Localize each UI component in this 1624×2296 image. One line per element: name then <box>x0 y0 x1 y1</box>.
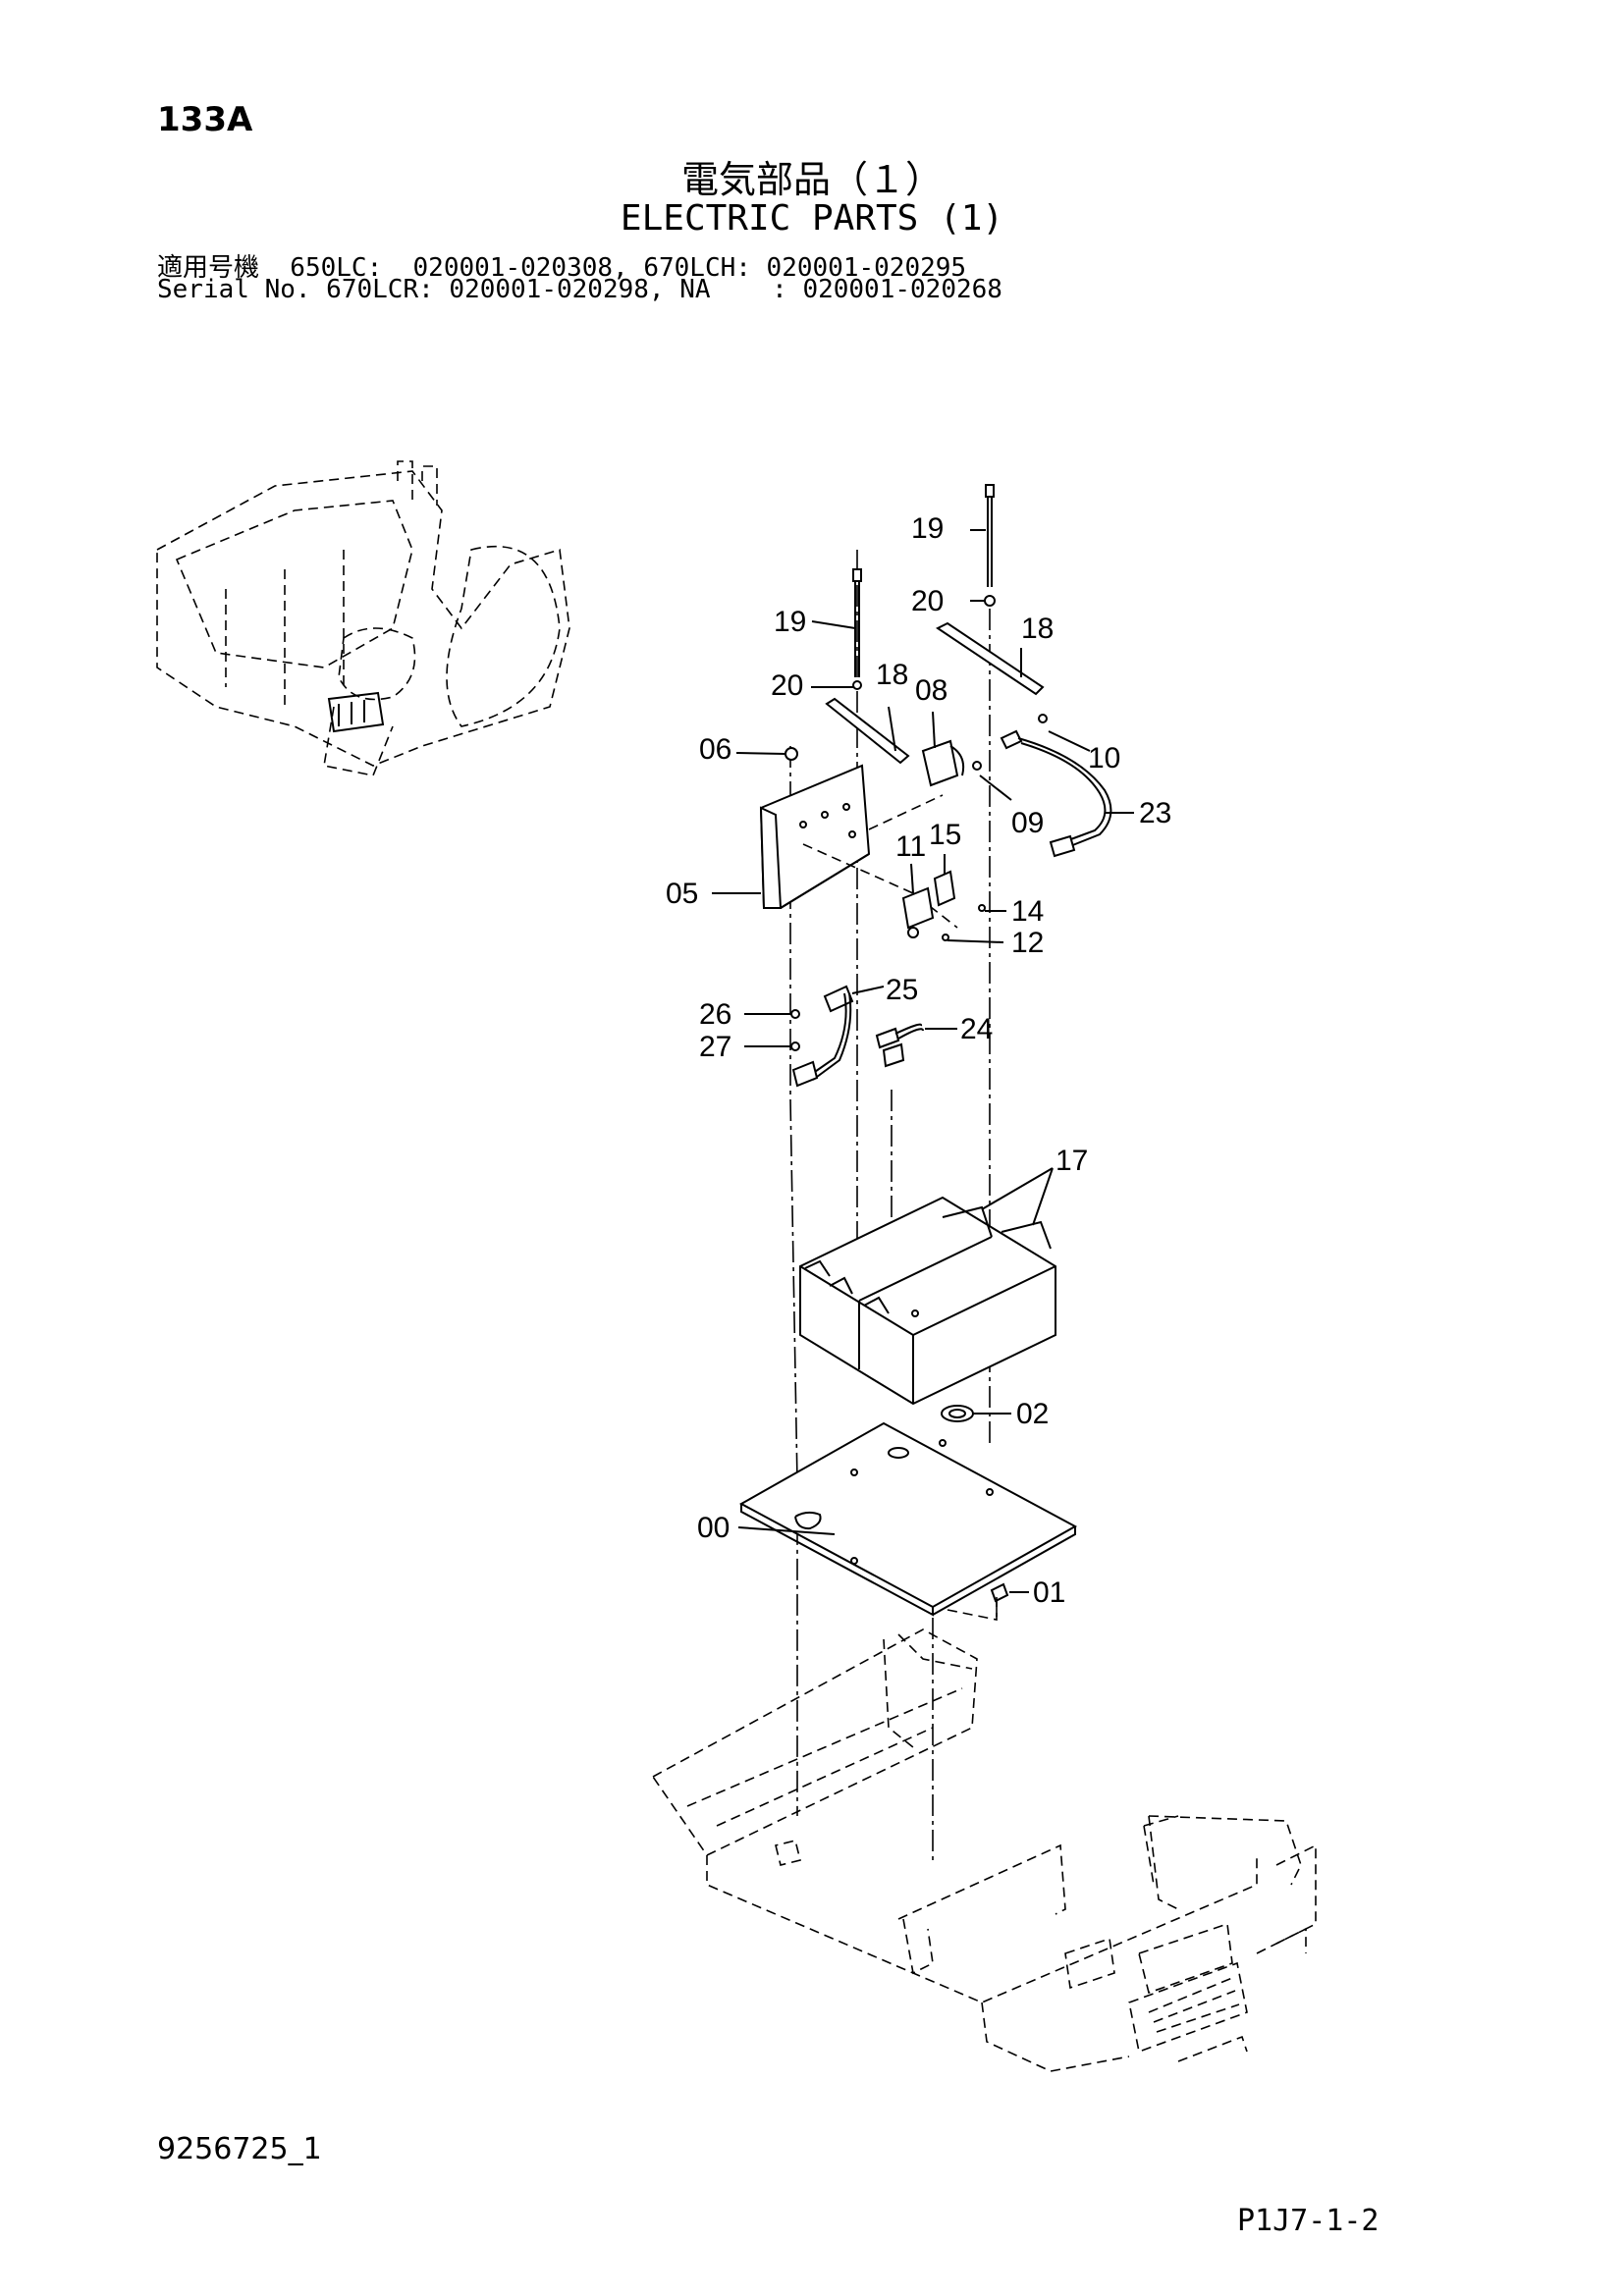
callout-17: 17 <box>1056 1145 1088 1177</box>
callout-06: 06 <box>699 733 731 766</box>
leader-lines <box>712 529 1134 1593</box>
callout-20-left: 20 <box>771 669 803 702</box>
relay-08 <box>921 739 982 787</box>
callout-25: 25 <box>886 974 918 1006</box>
callout-19-left: 19 <box>774 606 806 638</box>
location-key-sketch <box>156 460 570 776</box>
page-reference: P1J7-1-2 <box>1237 2204 1380 2238</box>
cable-24 <box>875 1023 924 1068</box>
callout-20-right: 20 <box>911 585 944 617</box>
washer-27 <box>790 1041 800 1051</box>
cable-25 <box>791 985 854 1088</box>
revolving-frame <box>651 1629 1317 2072</box>
callout-15: 15 <box>929 819 961 851</box>
callout-labels: 19 20 18 19 20 18 08 06 10 09 23 11 15 0… <box>666 512 1171 1609</box>
bolt-19-left <box>852 568 862 690</box>
strip-18-left <box>825 697 910 765</box>
callout-14: 14 <box>1011 895 1044 928</box>
bracket-05 <box>759 747 871 909</box>
fuse-15 <box>933 870 986 941</box>
bolt-01 <box>990 1582 1009 1603</box>
callout-23: 23 <box>1139 797 1171 829</box>
strip-18-right <box>936 621 1045 696</box>
bolt-19-right <box>984 484 996 607</box>
title-japanese: 電気部品（１） <box>680 158 943 201</box>
callout-27: 27 <box>699 1031 731 1063</box>
callout-05: 05 <box>666 878 698 910</box>
batteries-17 <box>799 1196 1056 1406</box>
callout-19-right: 19 <box>911 512 944 545</box>
battery-location-marker <box>327 691 385 733</box>
plate-00 <box>738 1421 1078 1617</box>
switch-11 <box>901 886 935 938</box>
serial-range-line-2: Serial No. 670LCR: 020001-020298, NA : 0… <box>157 275 1002 304</box>
callout-08: 08 <box>915 674 947 707</box>
callout-09: 09 <box>1011 807 1044 839</box>
callout-10: 10 <box>1088 742 1120 774</box>
callout-01: 01 <box>1033 1576 1065 1609</box>
callout-24: 24 <box>960 1013 993 1045</box>
callout-00: 00 <box>697 1512 730 1544</box>
callout-11: 11 <box>895 830 926 863</box>
serial-range-line-1: 適用号機 650LC: 020001-020308, 670LCH: 02000… <box>157 253 967 283</box>
title-english: ELECTRIC PARTS (1) <box>620 198 1004 239</box>
document-id: 9256725_1 <box>157 2132 322 2166</box>
cable-23 <box>1000 714 1112 858</box>
page-code: 133A <box>157 100 253 139</box>
callout-18-right: 18 <box>1021 613 1054 645</box>
grommet-02 <box>941 1405 974 1422</box>
nut-26 <box>790 1009 800 1019</box>
callout-02: 02 <box>1016 1398 1049 1430</box>
callout-26: 26 <box>699 998 731 1031</box>
callout-12: 12 <box>1011 927 1044 959</box>
callout-18-left: 18 <box>876 659 908 691</box>
